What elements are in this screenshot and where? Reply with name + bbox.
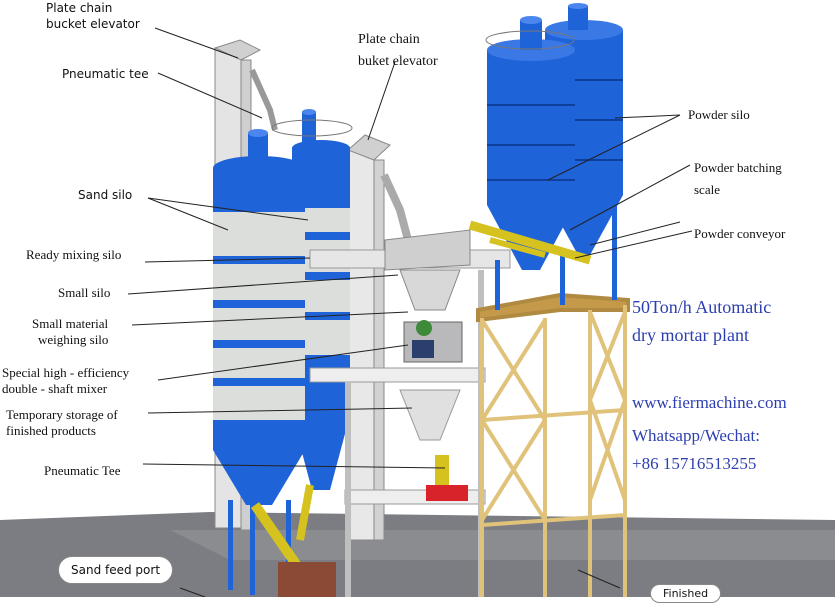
leader-lines <box>127 27 693 597</box>
label-pneumatic-tee-top: Pneumatic tee <box>62 67 149 81</box>
label-finished: Finished <box>650 584 722 603</box>
pneumatic-pipe <box>296 484 314 541</box>
whatsapp-label: Whatsapp/Wechat: <box>632 426 760 445</box>
label-sand-silo: Sand silo <box>78 188 133 202</box>
powder-conveyor-pipe <box>468 220 592 265</box>
sand-conveyor <box>250 502 305 573</box>
central-structure <box>278 229 511 597</box>
powder-silo-front <box>485 16 617 310</box>
ground-light <box>170 530 835 560</box>
label-sand-feed-port: Sand feed port <box>58 556 174 584</box>
label-pneumatic-tee-bottom: Pneumatic Tee <box>44 463 121 478</box>
phone-number: +86 15716513255 <box>632 454 757 473</box>
label-powder-silo: Powder silo <box>688 107 750 122</box>
label-powder-conveyor: Powder conveyor <box>694 226 786 241</box>
powder-conveyor-pipe-2 <box>489 237 546 258</box>
label-ready-mixing-silo: Ready mixing silo <box>26 247 122 262</box>
front-silo <box>213 129 305 595</box>
center-bucket-elevator <box>347 134 412 541</box>
website-text: www.fiermachine.com <box>632 393 787 412</box>
label-small-silo: Small silo <box>58 285 111 300</box>
